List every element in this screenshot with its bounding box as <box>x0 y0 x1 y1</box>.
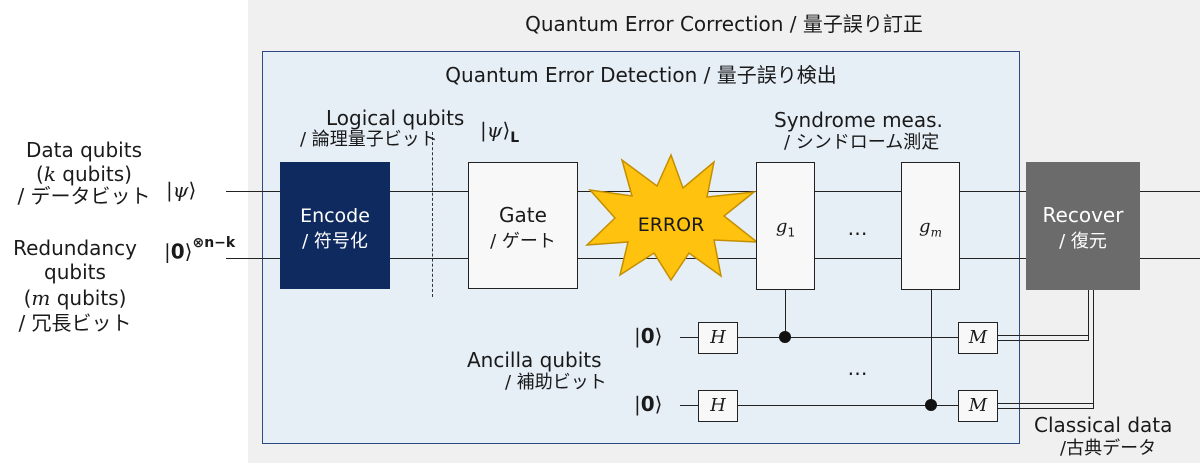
gate-label: Gate <box>499 203 547 227</box>
ancilla-label: Ancilla qubits <box>467 348 602 372</box>
logical-state: |ψ⟩L <box>480 118 520 146</box>
gate-box <box>468 162 578 289</box>
recover-sublabel: / 復元 <box>1059 231 1107 252</box>
encode-separator <box>432 132 433 297</box>
gm-gate-box <box>901 162 960 290</box>
g1-control-dot <box>779 331 791 343</box>
data-qubits-label-1: Data qubits <box>26 138 142 162</box>
classical-vline-b <box>1093 290 1094 409</box>
data-qubit-state: |ψ⟩ <box>166 178 197 202</box>
hadamard-gate-1 <box>698 322 738 354</box>
hadamard-gate-2 <box>698 390 738 422</box>
redundancy-label-2: qubits <box>44 260 106 284</box>
ancilla-state-2: |0⟩ <box>634 392 663 416</box>
gate-sublabel: / ゲート <box>490 231 556 252</box>
encode-box <box>280 162 390 289</box>
encode-sublabel: / 符号化 <box>302 231 368 252</box>
hadamard-label-2: H <box>710 395 726 416</box>
logical-qubits-sublabel: / 論理量子ビット <box>300 129 438 150</box>
measure-label-2: M <box>968 395 988 416</box>
gm-control-line <box>931 290 932 406</box>
measure-label-1: M <box>968 327 988 348</box>
syndrome-label: Syndrome meas. <box>774 108 943 132</box>
redundancy-label-4: / 冗長ビット <box>18 311 132 335</box>
redundancy-label-1: Redundancy <box>13 236 137 260</box>
classical-line-2a <box>997 403 1093 404</box>
g1-gate-box <box>756 162 815 290</box>
classical-data-label: Classical data <box>1034 413 1173 437</box>
error-burst <box>584 153 760 282</box>
classical-data-sublabel: /古典データ <box>1060 438 1157 459</box>
error-label: ERROR <box>637 214 705 236</box>
classical-line-2b <box>997 408 1093 409</box>
recover-label: Recover <box>1042 203 1124 227</box>
redundancy-label-3: (m qubits) <box>23 286 127 310</box>
redundancy-qubit-state: |0⟩⊗n−k <box>164 235 236 264</box>
hadamard-label-1: H <box>710 327 726 348</box>
correction-title: Quantum Error Correction / 量子誤り訂正 <box>525 12 923 36</box>
g1-control-line <box>785 290 786 338</box>
data-qubits-label-2: (k qubits) <box>36 162 132 186</box>
detection-title: Quantum Error Detection / 量子誤り検出 <box>445 63 837 87</box>
gm-label: gm <box>919 216 942 240</box>
error-burst-shape <box>584 153 760 282</box>
ancilla-wire-1 <box>680 337 960 338</box>
classical-vline-a <box>1088 290 1089 341</box>
classical-line-1a <box>997 335 1088 336</box>
g1-label: g1 <box>775 216 796 240</box>
syndrome-sublabel: / シンドローム測定 <box>784 132 940 153</box>
classical-line-1b <box>997 340 1088 341</box>
ancilla-state-1: |0⟩ <box>634 324 663 348</box>
ancilla-ellipsis: … <box>847 356 868 380</box>
ancilla-wire-2 <box>680 405 960 406</box>
measure-gate-2 <box>958 390 998 422</box>
gate-ellipsis: … <box>847 216 868 240</box>
ancilla-sublabel: / 補助ビット <box>505 372 607 393</box>
gm-control-dot <box>925 399 937 411</box>
encode-label: Encode <box>300 205 370 227</box>
data-qubits-label-3: / データビット <box>17 184 151 208</box>
logical-qubits-label: Logical qubits <box>326 106 465 130</box>
measure-gate-1 <box>958 322 998 354</box>
data-qubit-wire <box>226 191 1200 192</box>
recover-box <box>1026 162 1140 290</box>
